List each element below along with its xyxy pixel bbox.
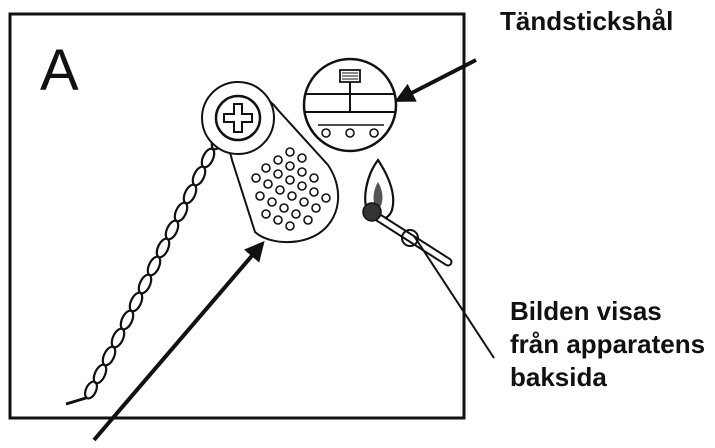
match-hole-magnifier-icon (302, 57, 398, 153)
rear-view-label-line3: baksida (510, 362, 607, 392)
match-hole-label: Tändstickshål (500, 6, 673, 36)
rear-view-leader-line (413, 235, 495, 359)
match-hole-arrow (394, 58, 477, 102)
cover-arrow (92, 240, 265, 442)
panel-letter: A (40, 38, 79, 103)
phillips-screw-icon (201, 81, 275, 155)
lit-match-icon (362, 158, 453, 267)
rear-view-label-line2: från apparatens (510, 329, 705, 359)
rear-view-label-line1: Bilden visas (510, 296, 662, 326)
